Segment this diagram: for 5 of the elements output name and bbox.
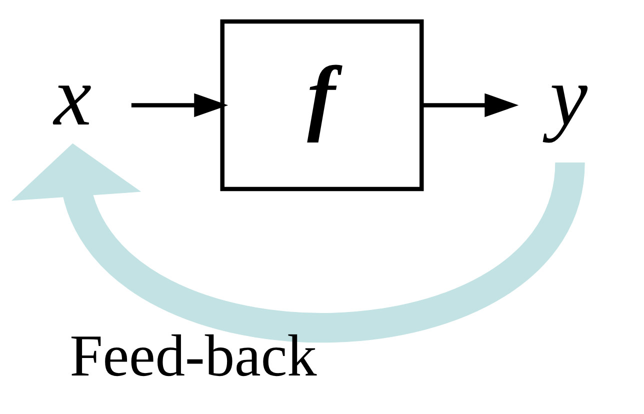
node-text: x [54, 48, 92, 143]
edge-label: Feed-back [70, 322, 317, 388]
arrow [131, 92, 228, 117]
arrow [422, 92, 519, 117]
node-box: f [220, 18, 424, 191]
